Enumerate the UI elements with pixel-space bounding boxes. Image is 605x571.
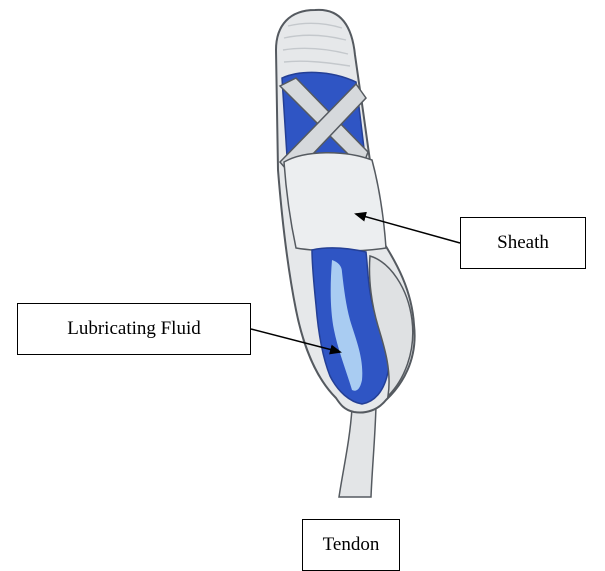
tendon-strand <box>339 406 376 497</box>
tendon-label: Tendon <box>302 519 400 571</box>
sheath-panel <box>284 153 386 251</box>
sheath-label: Sheath <box>460 217 586 269</box>
lubricating-fluid-label: Lubricating Fluid <box>17 303 251 355</box>
